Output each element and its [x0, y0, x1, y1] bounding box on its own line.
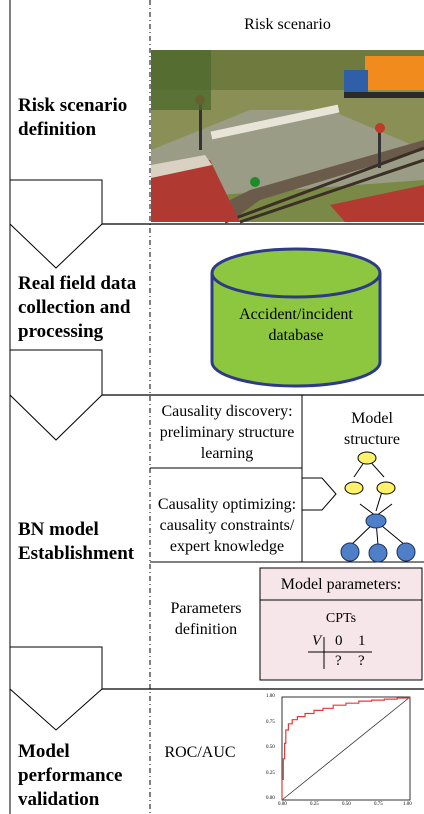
roc-x-tick: 1.00 [403, 802, 412, 807]
roc-y-tick: 0.50 [266, 745, 275, 750]
chevron-arrow-1 [9, 179, 103, 269]
cpt-variable: V [312, 633, 322, 649]
roc-diagonal [281, 696, 411, 801]
stage-title-risk-scenario: Risk scenario definition [18, 95, 128, 140]
model-parameters-title: Model parameters: [280, 576, 402, 593]
stage-title-bn-model: BN model Establishment [18, 519, 135, 564]
roc-x-tick: 0.25 [310, 802, 319, 807]
causality-discovery-text: Causality discovery: preliminary structu… [159, 403, 295, 462]
risk-scenario-image [151, 50, 424, 224]
model-parameters-box [259, 567, 423, 681]
causality-optimizing-text: Causality optimizing: causality constrai… [157, 496, 297, 555]
model-structure-label: Model structure [344, 410, 400, 448]
roc-curve [281, 697, 411, 800]
cpts-label: CPTs [325, 611, 357, 626]
cpt-col-1: 1 [358, 633, 366, 649]
cpt-col-0: 0 [335, 633, 343, 649]
cpt-row-1: ? [358, 653, 365, 669]
parameters-definition-text: Parameters definition [170, 600, 242, 638]
chevron-arrow-2 [9, 349, 103, 441]
cpt-row-0: ? [335, 653, 342, 669]
roc-y-tick: 1.00 [266, 694, 275, 699]
roc-y-tick: 0.00 [266, 796, 275, 801]
chevron-arrow-3 [9, 646, 103, 731]
database-label: Accident/incident database [239, 306, 353, 344]
stage-title-validation: Model performance validation [18, 741, 123, 810]
roc-x-tick: 0.00 [278, 802, 287, 807]
roc-auc-label: ROC/AUC [164, 744, 236, 761]
roc-x-tick: 0.75 [374, 802, 383, 807]
roc-plot [281, 696, 411, 801]
stage-title-data-collection: Real field data collection and processin… [18, 273, 137, 342]
model-structure-graph [340, 451, 416, 563]
database-cylinder [210, 247, 382, 388]
roc-x-tick: 0.50 [342, 802, 351, 807]
risk-scenario-title: Risk scenario [244, 16, 331, 33]
roc-y-tick: 0.75 [266, 720, 275, 725]
roc-y-tick: 0.25 [266, 771, 275, 776]
structure-arrow [301, 477, 337, 511]
